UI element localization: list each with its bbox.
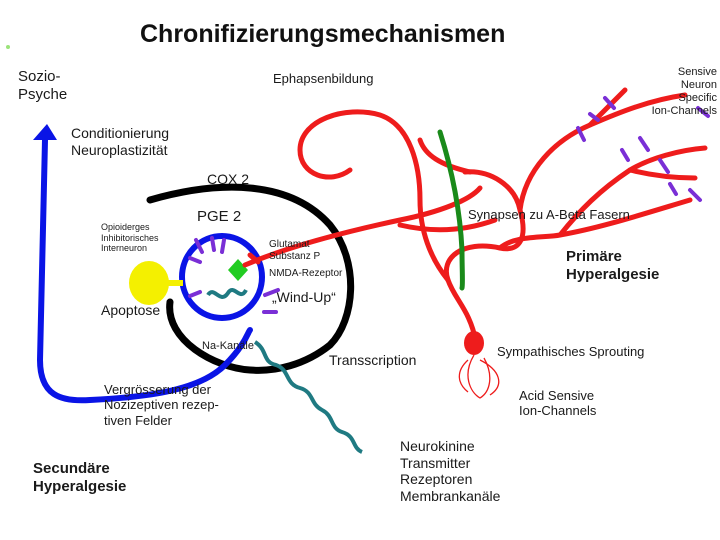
primaere-hyperalgesie-label: Primäre Hyperalgesie [566,248,660,283]
sympathisches-label: Sympathisches Sprouting [497,344,645,359]
synapsen-label: Synapsen zu A-Beta Fasern [468,207,630,222]
wind-up-label: „Wind-Up“ [272,289,336,305]
teal-descending-wave [253,340,363,454]
receptor-ticks-black [262,288,280,314]
blue-ascending-path [36,137,253,404]
blue-neuron-loop [179,233,265,321]
green-connection [437,129,465,291]
black-curve-path [146,183,355,374]
apoptose-label: Apoptose [101,302,161,318]
pge2-label: PGE 2 [197,208,242,225]
yellow-interneuron [129,261,169,305]
neurokinine-label: Neurokinine Transmitter Rezeptoren Membr… [400,438,501,504]
na-kanaele-label: Na-Kanäle [202,340,254,352]
sympathetic-sprouting [458,354,500,399]
transscription-label: Transscription [329,352,417,368]
nmda-label: NMDA-Rezeptor [269,268,343,279]
opioiderges-label: Opioiderges Inhibitorisches Interneuron [101,222,159,254]
vergroesserung-label: Vergrösserung der Nozizeptiven rezep- ti… [104,382,219,428]
glutamat-label: Glutamat Substanz P [269,239,321,262]
cox2-label: COX 2 [207,171,250,187]
teal-inner-wave [206,288,248,299]
ephapsenbildung-label: Ephapsenbildung [273,71,374,86]
corner-dot [6,45,10,49]
blue-arrowhead [33,124,57,140]
red-soma [464,331,484,355]
receptor-ticks-red [576,96,710,202]
acid-label: Acid Sensive Ion-Channels [519,388,597,419]
receptor-ticks-loop [188,236,226,298]
conditionierung-label: Conditionierung Neuroplastizität [71,125,170,158]
secundaere-hyperalgesie-label: Secundäre Hyperalgesie [33,460,127,495]
page-title: Chronifizierungsmechanismen [140,20,506,48]
sozio-psyche-label: Sozio- Psyche [18,68,68,103]
red-neuron [242,87,708,345]
sensive-neuron-label: Sensive Neuron Specific Ion-Channels [651,66,717,117]
